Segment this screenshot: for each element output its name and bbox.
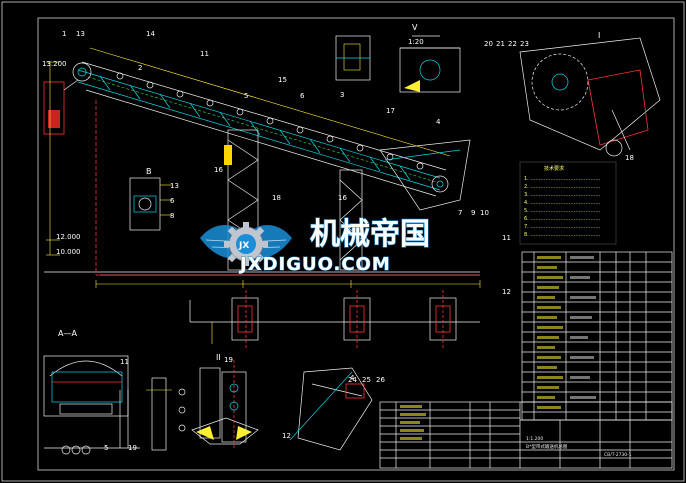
section-ii-label: II [216,353,221,362]
balloon-24: 23 [520,40,529,48]
balloon-12: 12 [502,288,511,296]
watermark-emblem-text: JX [238,241,249,251]
section-side-b [146,377,186,451]
balloon-2: 2 [138,64,142,72]
watermark-en: JXDIGUO.COM [238,254,391,275]
tech-note-7: 7. …………………………………… [524,224,600,230]
foundation-plan [189,290,480,350]
balloon-16: 16 [214,166,223,174]
tech-note-5: 5. …………………………………… [524,208,600,214]
balloon-18: 18 [272,194,281,202]
balloon-6: 6 [300,92,305,100]
title-drawing-name: B*型带式输送机总图 [526,443,568,450]
balloon-20: 19 [128,444,137,452]
watermark-cn: 机械帝国 [310,217,430,252]
balloon-27: 26 [376,376,385,384]
balloon-4b: 4 [350,374,355,382]
balloon-25: 24 [348,376,357,384]
balloon-1: 1 [62,30,66,38]
balloon-21: 20 [484,40,493,48]
detail-v [335,35,461,93]
balloon-26: 25 [362,376,371,384]
balloon-14: 14 [146,30,155,38]
balloon-17: 17 [386,107,395,115]
balloon-4: 4 [436,118,441,126]
balloon-5b: 5 [104,444,108,452]
balloon-3: 3 [340,91,344,99]
technical-requirements [519,161,617,245]
balloon-19: 19 [224,356,233,364]
balloon-8: 8 [170,212,174,220]
section-v-label: V [412,23,418,32]
dim-left-top: 13.200 [42,60,67,68]
balloon-10: 10 [480,209,489,217]
title-drawing-code: CB/T-2730-1 [604,452,632,458]
balloon-11: 11 [200,50,209,58]
balloon-6b: 6 [170,197,175,205]
balloon-15: 15 [278,76,287,84]
balloon-7: 7 [458,209,462,217]
title-block [379,401,673,469]
balloon-13b: 13 [170,182,179,190]
section-aa-label: A—A [58,329,77,338]
parts-list [521,251,673,421]
balloon-16b: 16 [338,194,347,202]
watermark-emblem [200,222,292,266]
dim-left-low: 10.000 [56,248,81,256]
balloon-13: 13 [76,30,85,38]
dim-left-mid: 12.000 [56,233,81,241]
tech-note-1: 1. …………………………………… [524,176,600,182]
main-elevation [43,47,481,288]
section-aa [43,355,140,455]
scale-v-label: 1:20 [408,38,424,46]
tech-note-3: 3. …………………………………… [524,192,600,198]
tech-note-6: 6. …………………………………… [524,216,600,222]
tech-notes-title: 技术要求 [544,165,564,172]
tech-note-8: 8. …………………………………… [524,232,600,238]
title-scale: 1:1.200 [526,436,543,442]
tech-note-4: 4. …………………………………… [524,200,600,206]
balloon-23: 22 [508,40,517,48]
chute-detail [289,367,373,451]
inner-frame [37,17,675,471]
balloon-12b: 12 [282,432,291,440]
balloon-5: 5 [244,92,248,100]
section-b-label: B [146,167,152,176]
detail-i [519,37,661,157]
balloon-22: 21 [496,40,505,48]
balloon-11b: 11 [502,234,511,242]
tech-note-2: 2. …………………………………… [524,184,600,190]
balloon-18b: 18 [625,154,634,162]
balloon-9: 9 [471,209,475,217]
section-ii [191,360,259,450]
balloon-11c: 11 [120,358,129,366]
detail-i-label: I [598,31,600,40]
